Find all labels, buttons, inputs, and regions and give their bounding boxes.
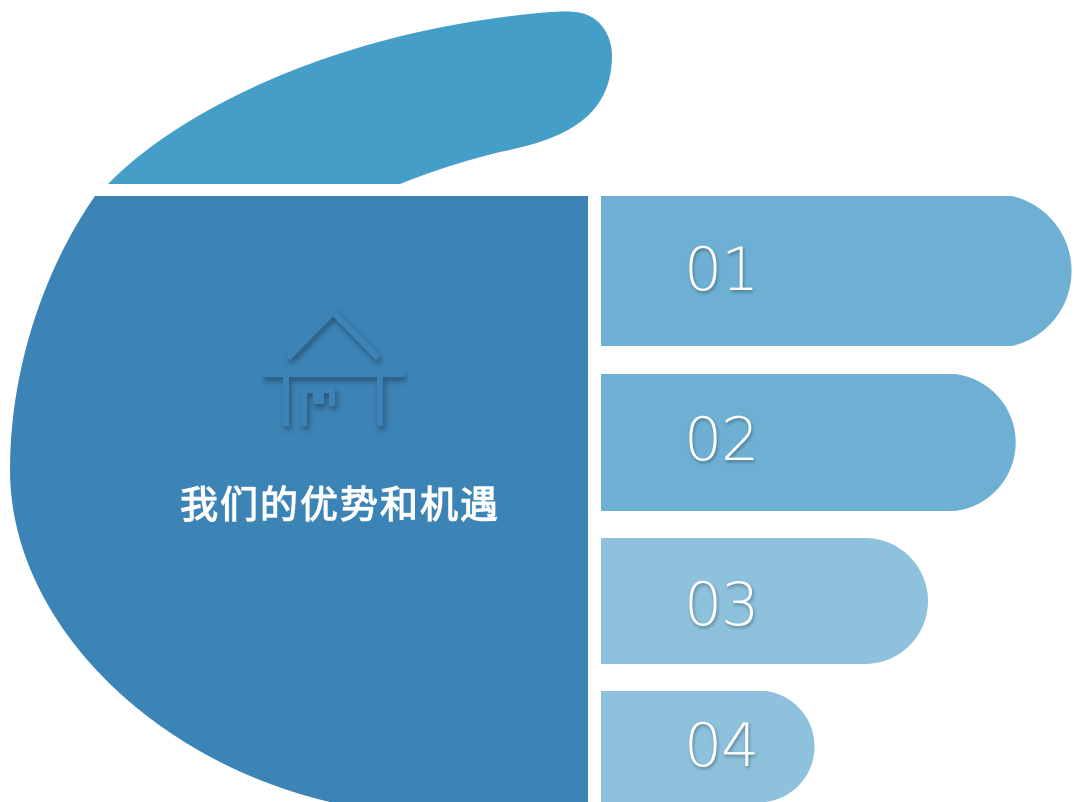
finger-number-3: 03	[684, 570, 759, 640]
finger-4	[601, 691, 815, 802]
house-icon	[262, 307, 404, 426]
finger-2	[601, 374, 1016, 511]
finger-number-1: 01	[684, 235, 759, 305]
palm-title: 我们的优势和机遇	[179, 482, 500, 527]
finger-number-2: 02	[684, 405, 759, 475]
thumb	[108, 11, 612, 185]
finger-number-4: 04	[684, 711, 759, 781]
finger-1	[601, 196, 1072, 346]
palm	[10, 196, 588, 802]
finger-3	[601, 538, 928, 664]
